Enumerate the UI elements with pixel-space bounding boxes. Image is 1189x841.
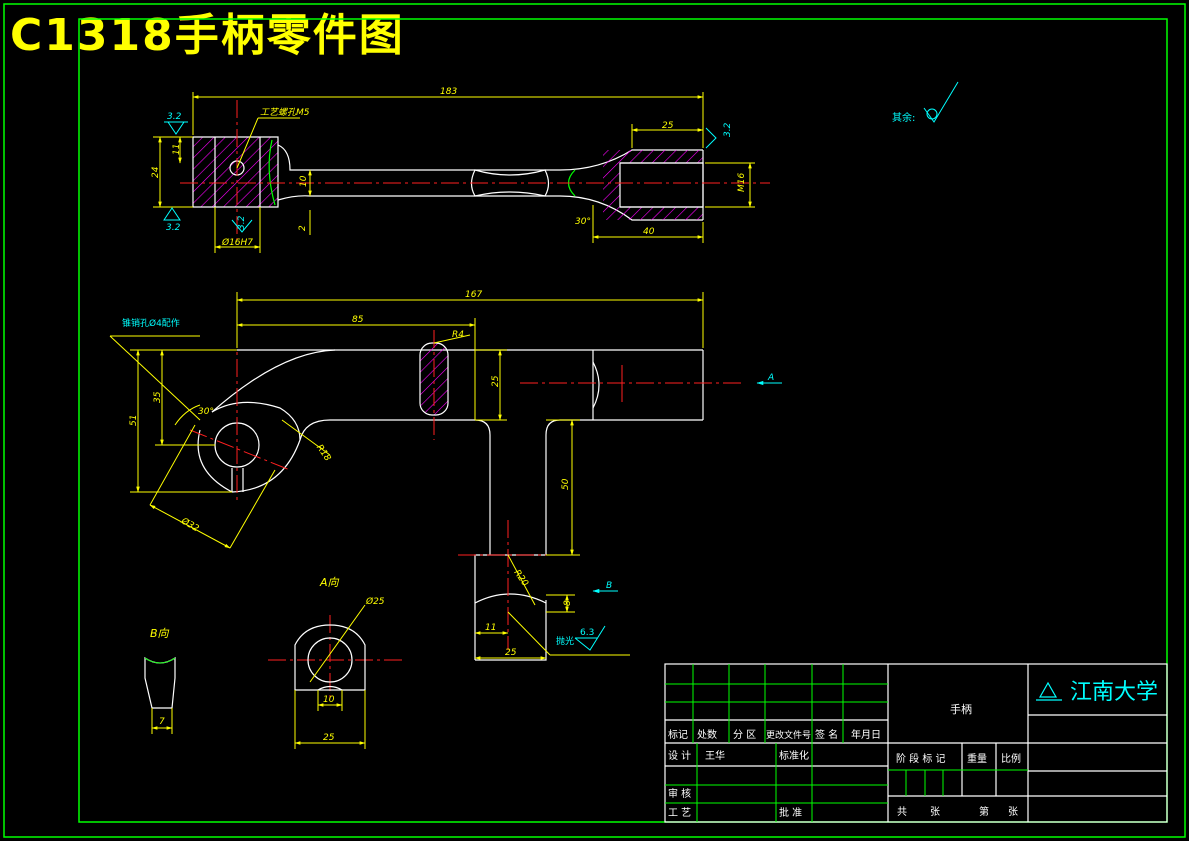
roughness-3-2-d: 3.2	[723, 122, 733, 137]
dim-d16h7: Ø16H7	[221, 237, 253, 248]
dim-25-main: 25	[491, 375, 501, 387]
main-view-dim-text: 167 85 R4 51 35 25 50 R18 Ø32 30° R20 8 …	[129, 290, 573, 658]
header-col-date: 年月日	[851, 728, 881, 741]
dim-8: 8	[563, 600, 573, 606]
note-polish: 抛光	[556, 635, 574, 647]
dim-183: 183	[440, 87, 457, 97]
dim-40: 40	[643, 227, 655, 237]
dim-50: 50	[561, 478, 571, 490]
standard-label: 标准化	[779, 749, 809, 762]
view-a-outline	[294, 624, 366, 691]
title-block-text: 手柄 标记 处数 分 区 更改文件号 签 名 年月日 设 计 王华 标准化 审 …	[668, 702, 1021, 819]
dim-30deg-top: 30°	[575, 217, 591, 227]
top-view	[192, 136, 704, 221]
dim-51: 51	[129, 415, 139, 426]
header-col-sign: 签 名	[815, 728, 838, 741]
view-b-edge	[144, 657, 176, 664]
header-col-count: 处数	[697, 728, 717, 741]
view-b-dims	[151, 708, 173, 734]
top-cut-slot	[470, 169, 550, 197]
dim-85: 85	[352, 315, 364, 325]
dim-m16: M16	[737, 173, 747, 192]
view-a-bore	[307, 637, 353, 683]
total-unit: 张	[930, 806, 940, 818]
designer-name: 王华	[705, 749, 725, 762]
roughness-3-2-a: 3.2	[167, 112, 182, 122]
dim-30deg-main: 30°	[198, 407, 214, 417]
surface-note: 其余:	[892, 111, 915, 124]
title-block-grid	[665, 664, 1028, 822]
dim-r20: R20	[511, 568, 530, 588]
drawing-title: C1318手柄零件图	[10, 10, 405, 61]
school-logo-icon	[1036, 681, 1062, 701]
view-b-text: B向 7	[150, 627, 170, 727]
stage-label: 阶 段 标 记	[896, 752, 946, 765]
main-view	[197, 342, 704, 661]
school-name: 江南大学	[1070, 680, 1158, 705]
view-a-text: A向 Ø25 10 25	[319, 576, 385, 743]
view-a-dims	[294, 604, 366, 749]
dim-10-a: 10	[323, 695, 335, 705]
header-col-doc: 更改文件号	[766, 729, 811, 741]
dim-10: 10	[299, 175, 309, 187]
main-view-notes: 锥销孔Ø4配作 抛光 6.3 A B	[122, 317, 774, 647]
view-a	[294, 624, 366, 691]
dim-11-main: 11	[485, 623, 496, 633]
dim-r18: R18	[314, 443, 333, 463]
view-b	[144, 656, 176, 709]
dim-d25: Ø25	[365, 596, 385, 607]
main-view-dims	[109, 292, 704, 660]
weight-label: 重量	[967, 752, 987, 765]
view-arrow-a-label: A	[767, 373, 774, 383]
header-col-zone: 分 区	[733, 729, 756, 741]
part-name: 手柄	[950, 702, 972, 716]
note-m5-hole: 工艺螺孔M5	[260, 107, 310, 118]
dim-d32: Ø32	[178, 515, 201, 534]
top-roughness-text: 3.2 3.2 3.2 3.2	[166, 112, 733, 233]
total-label: 共	[897, 806, 907, 818]
main-hub-outer	[197, 401, 301, 493]
note-taper-pin-hole: 锥销孔Ø4配作	[122, 317, 180, 329]
roughness-3-2-b: 3.2	[166, 223, 181, 233]
dim-24: 24	[151, 166, 161, 178]
view-a-label: A向	[319, 576, 340, 589]
surface-note-symbol	[923, 81, 959, 123]
inner-border	[78, 18, 1168, 823]
scale-label: 比例	[1001, 752, 1021, 765]
view-arrow-b-label: B	[606, 581, 612, 591]
header-col-mark: 标记	[668, 729, 688, 741]
view-b-outline	[144, 656, 176, 709]
view-b-label: B向	[150, 627, 170, 640]
top-view-dim-text: 183 25 40 24 11 10 2 M16 Ø16H7 30° 工艺螺孔M…	[151, 87, 747, 248]
top-left-boss-hatch	[193, 137, 278, 207]
top-view-dims	[153, 92, 755, 253]
dim-11: 11	[172, 144, 182, 155]
sheet-unit: 张	[1008, 806, 1018, 818]
top-roughness	[163, 121, 717, 233]
top-view-centerlines	[180, 100, 770, 240]
dim-167: 167	[465, 290, 482, 300]
dim-25-a: 25	[323, 733, 335, 743]
review-label: 审 核	[668, 787, 691, 800]
dim-25b-main: 25	[505, 648, 517, 658]
top-right-bore	[619, 162, 704, 208]
dim-r4: R4	[452, 330, 464, 340]
school-logo	[1036, 681, 1062, 701]
process-label: 工 艺	[668, 807, 691, 819]
dim-2: 2	[298, 225, 308, 231]
approve-label: 批 准	[779, 806, 802, 819]
title-block	[664, 663, 1168, 823]
design-label: 设 计	[668, 749, 691, 762]
roughness-6-3: 6.3	[580, 628, 594, 638]
dim-25-top: 25	[662, 121, 674, 131]
outer-border	[3, 3, 1186, 838]
roughness-3-2-c: 3.2	[237, 215, 247, 230]
dim-35: 35	[153, 391, 163, 403]
sheet-label: 第	[979, 805, 989, 818]
main-view-arrows	[574, 380, 782, 651]
main-view-centerlines	[189, 330, 745, 700]
dim-7: 7	[159, 717, 165, 727]
top-break-left	[268, 139, 276, 206]
